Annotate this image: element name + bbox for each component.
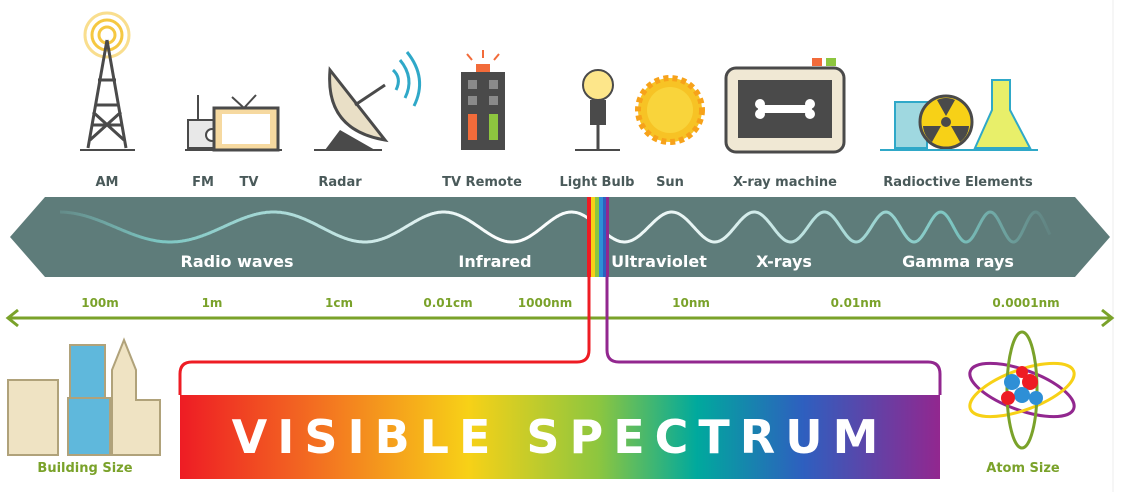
source-label-fm: FM [192, 175, 214, 190]
wavelength-1cm: 1cm [325, 296, 353, 310]
red-connector [178, 277, 591, 395]
wavelength-axis [5, 308, 1115, 328]
building-icon [7, 337, 161, 456]
atom-size-label: Atom Size [986, 461, 1060, 476]
wavelength-100m: 100m [81, 296, 119, 310]
source-label-light-bulb: Light Bulb [559, 175, 635, 190]
wavelength-0-01nm: 0.01nm [830, 296, 882, 310]
radar-dish-icon [325, 51, 422, 150]
source-label-tv-remote: TV Remote [442, 175, 522, 190]
x-ray-machine-icon [724, 58, 846, 154]
television-icon [212, 94, 280, 152]
band-x-rays: X-rays [756, 252, 812, 271]
band-gamma-rays: Gamma rays [902, 252, 1014, 271]
visible-spectrum-bar: VISIBLE SPECTRUM [180, 395, 940, 479]
atom-icon [968, 330, 1076, 450]
visible-strip [587, 197, 609, 277]
source-label-am: AM [95, 175, 119, 190]
source-label-radioactive: Radioctive Elements [883, 175, 1033, 190]
wavelength-10nm: 10nm [672, 296, 710, 310]
band-radio-waves: Radio waves [180, 252, 294, 271]
source-label-sun: Sun [656, 175, 684, 190]
radio-tower-icon [83, 11, 131, 149]
radioactive-icon [880, 79, 1038, 151]
light-bulb-icon [582, 69, 614, 150]
source-label-x-ray-machine: X-ray machine [733, 175, 837, 190]
wave-line [60, 210, 1052, 244]
source-label-tv: TV [239, 175, 259, 190]
wavelength-1000nm: 1000nm [517, 296, 573, 310]
remote-control-icon [461, 50, 505, 150]
source-label-radar: Radar [318, 175, 362, 190]
sun-icon [635, 75, 705, 145]
building-size-label: Building Size [37, 461, 133, 476]
band-infrared: Infrared [458, 252, 532, 271]
visible-spectrum-title: VISIBLE SPECTRUM [231, 410, 889, 464]
purple-connector [605, 277, 942, 395]
band-ultraviolet: Ultraviolet [611, 252, 707, 271]
wavelength-0-0001nm: 0.0001nm [992, 296, 1060, 310]
wavelength-0-01cm: 0.01cm [423, 296, 473, 310]
wavelength-1m: 1m [201, 296, 223, 310]
